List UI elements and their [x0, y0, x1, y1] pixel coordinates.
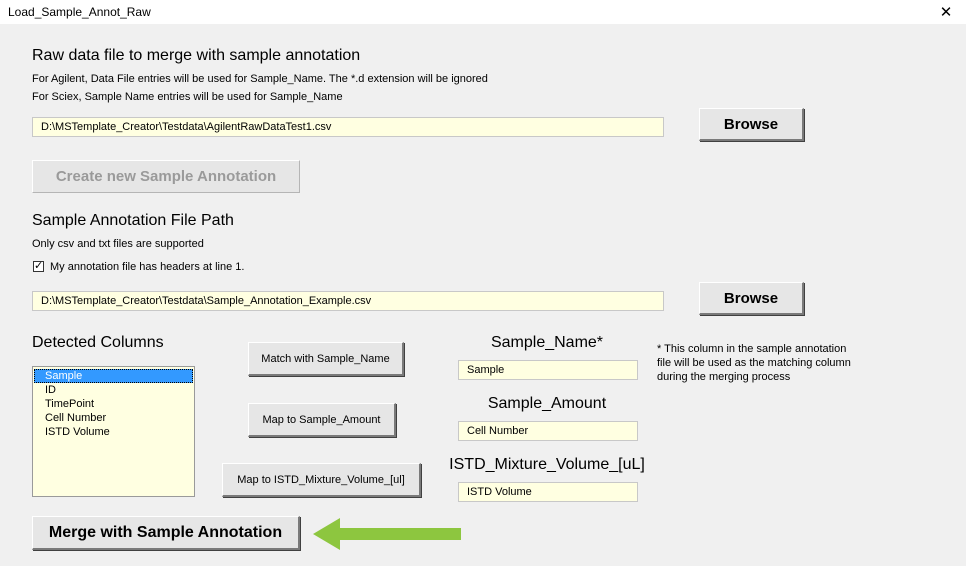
window-title: Load_Sample_Annot_Raw: [8, 5, 151, 19]
detected-columns-heading: Detected Columns: [32, 334, 164, 351]
raw-data-heading: Raw data file to merge with sample annot…: [32, 47, 361, 64]
map-istd-button[interactable]: Map to ISTD_Mixture_Volume_[ul]: [222, 463, 421, 497]
close-icon: ✕: [939, 4, 953, 21]
list-item[interactable]: TimePoint: [45, 398, 95, 410]
headers-checkbox-label[interactable]: My annotation file has headers at line 1…: [50, 261, 245, 273]
list-item[interactable]: Sample: [34, 369, 193, 383]
sample-name-label: Sample_Name*: [490, 334, 604, 351]
checkmark-icon: ✓: [34, 260, 44, 272]
list-item[interactable]: ID: [45, 384, 56, 396]
supported-files-note: Only csv and txt files are supported: [32, 238, 204, 250]
sample-amount-label: Sample_Amount: [487, 395, 607, 412]
istd-volume-label: ISTD_Mixture_Volume_[uL]: [449, 456, 645, 473]
list-item[interactable]: ISTD Volume: [45, 426, 110, 438]
map-sample-amount-button[interactable]: Map to Sample_Amount: [248, 403, 396, 437]
headers-checkbox[interactable]: ✓: [33, 261, 44, 272]
agilent-note: For Agilent, Data File entries will be u…: [32, 73, 488, 85]
istd-volume-field[interactable]: ISTD Volume: [458, 482, 638, 502]
pointer-arrow-icon: [313, 518, 461, 550]
sample-amount-field[interactable]: Cell Number: [458, 421, 638, 441]
footnote-line-3: during the merging process: [657, 371, 791, 383]
footnote-line-2: file will be used as the matching column: [657, 357, 851, 369]
footnote-line-1: * This column in the sample annotation: [657, 343, 847, 355]
annotation-path-field[interactable]: D:\MSTemplate_Creator\Testdata\Sample_An…: [32, 291, 664, 311]
annotation-path-heading: Sample Annotation File Path: [32, 212, 234, 229]
title-bar: Load_Sample_Annot_Raw ✕: [0, 0, 966, 24]
raw-data-path-field[interactable]: D:\MSTemplate_Creator\Testdata\AgilentRa…: [32, 117, 664, 137]
close-button[interactable]: ✕: [932, 0, 960, 24]
sciex-note: For Sciex, Sample Name entries will be u…: [32, 91, 343, 103]
list-item[interactable]: Cell Number: [45, 412, 107, 424]
merge-button[interactable]: Merge with Sample Annotation: [32, 516, 300, 550]
match-sample-name-button[interactable]: Match with Sample_Name: [248, 342, 404, 376]
raw-browse-button[interactable]: Browse: [699, 108, 804, 141]
detected-columns-list[interactable]: Sample ID TimePoint Cell Number ISTD Vol…: [32, 366, 195, 497]
create-annotation-button[interactable]: Create new Sample Annotation: [32, 160, 300, 193]
annotation-browse-button[interactable]: Browse: [699, 282, 804, 315]
sample-name-field[interactable]: Sample: [458, 360, 638, 380]
